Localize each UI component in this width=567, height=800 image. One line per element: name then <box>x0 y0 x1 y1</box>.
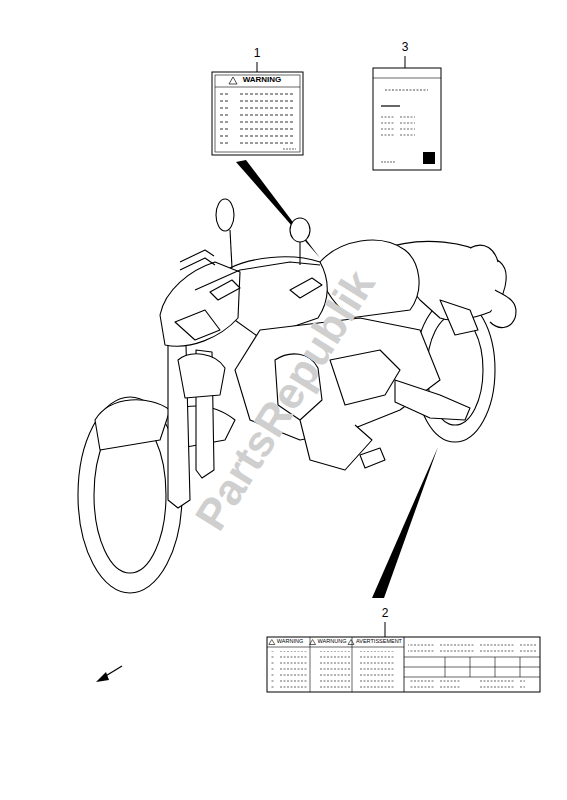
owner-manual <box>373 68 441 170</box>
warning-triangle <box>269 640 275 645</box>
leader-line <box>405 56 406 68</box>
direction-arrow <box>96 666 122 682</box>
callout-number: 1 <box>254 47 261 59</box>
callout-number: 2 <box>382 607 389 619</box>
leader-line <box>385 622 386 637</box>
leader-wedge <box>372 447 438 598</box>
motorcycle <box>78 199 516 593</box>
leader-line <box>257 62 258 72</box>
label-heading: WARNING <box>243 76 282 84</box>
warning-label <box>212 72 303 155</box>
label-heading: WARNING <box>277 639 303 645</box>
warning-triangle <box>310 640 316 645</box>
callout-number: 3 <box>402 41 409 53</box>
warning-triangle <box>348 640 354 645</box>
label-heading: WARNUNG <box>318 639 347 645</box>
warning-triangle <box>229 77 237 84</box>
warning-label <box>267 637 540 692</box>
leader-wedge <box>236 160 320 258</box>
label-heading: AVERTISSEMENT <box>356 639 402 645</box>
